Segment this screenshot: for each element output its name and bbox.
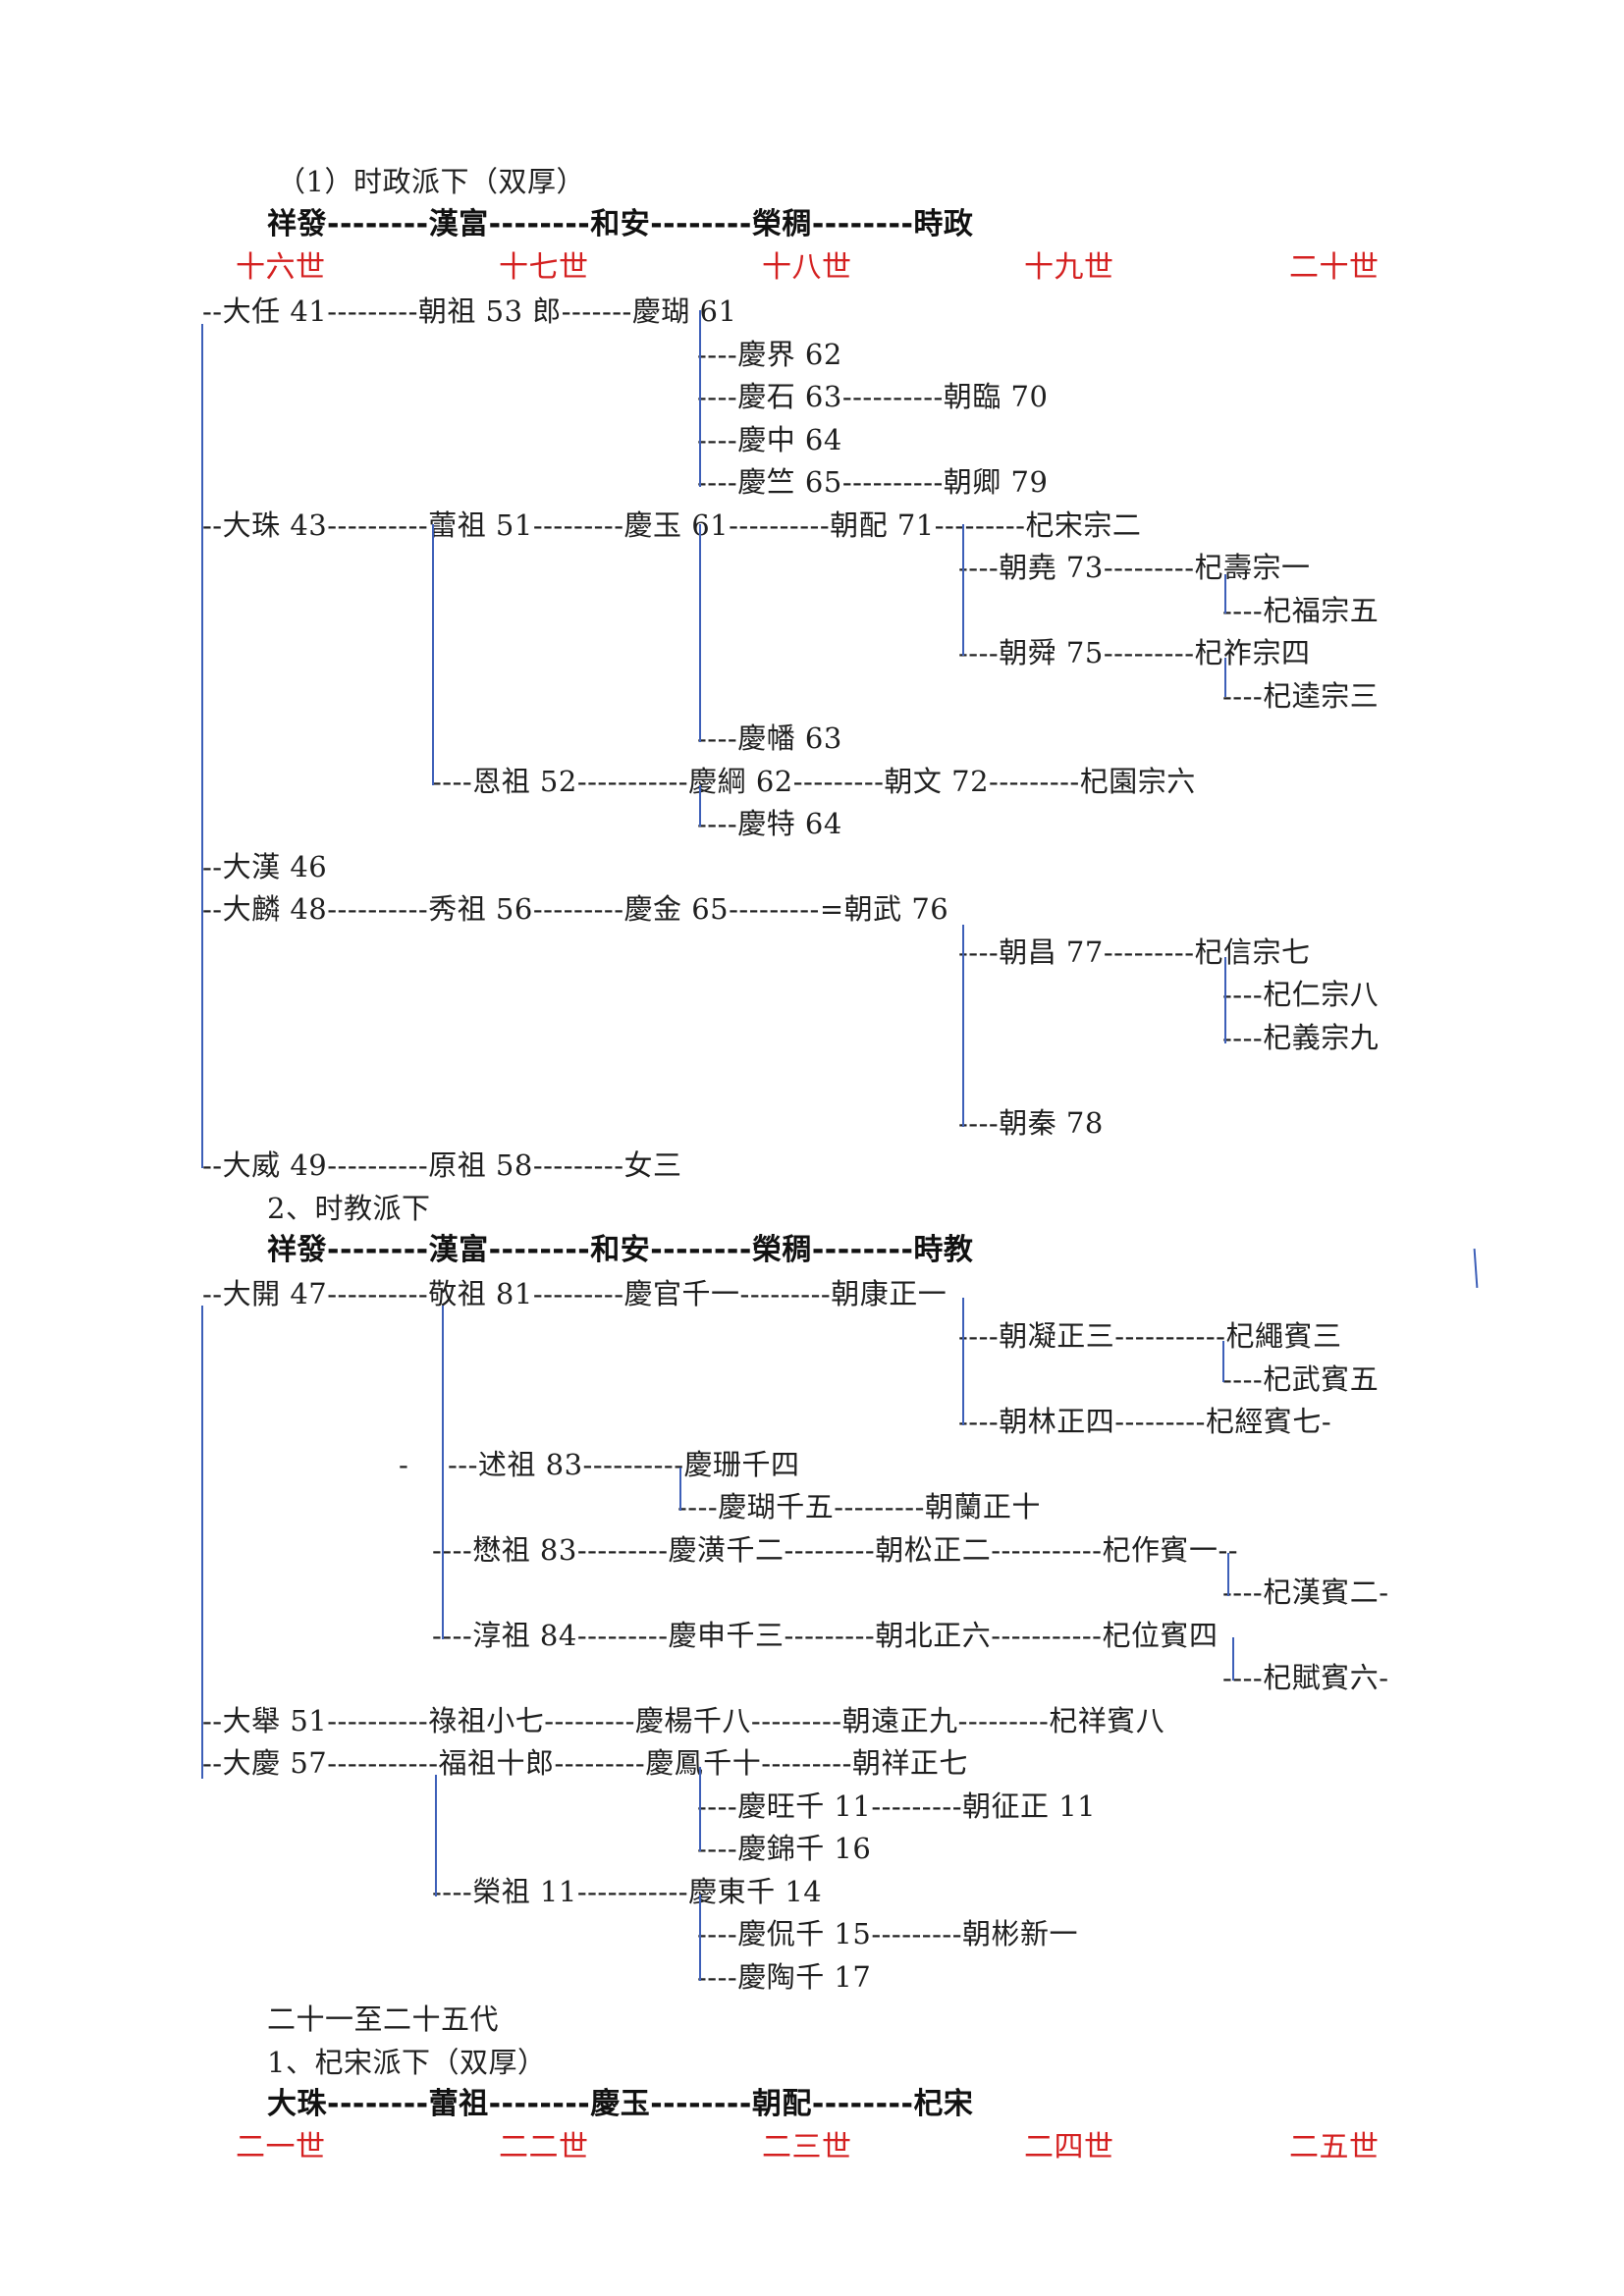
section2-lineage-header: 祥發--------漢富--------和安--------榮稠--------… [267, 1233, 974, 1267]
tree-connector [962, 1298, 964, 1425]
tree-row: ----朝堯 73---------杞壽宗一 [958, 551, 1311, 584]
tree-connector [201, 1306, 203, 1779]
tree-row: ----慶石 63----------朝臨 70 [697, 380, 1049, 413]
section2-title: 2、时教派下 [267, 1192, 431, 1225]
tree-row: ----杞仁宗八 [1222, 978, 1380, 1011]
generation-label: 二二世 [499, 2130, 589, 2164]
generation-label: 十八世 [762, 250, 852, 285]
tree-row: ----杞逵宗三 [1222, 679, 1380, 713]
tree-row: --大任 41---------朝祖 53 郎-------慶瑚 61 [202, 294, 737, 328]
generation-label: 二三世 [762, 2130, 852, 2164]
tree-row: ----杞漢賓二- [1222, 1575, 1389, 1609]
tree-connector [1222, 1341, 1224, 1382]
tree-connector [442, 1306, 444, 1639]
tree-connector [1224, 957, 1226, 1043]
tree-connector [699, 1767, 701, 1851]
tree-row: ----朝凝正三-----------杞繩賓三 [958, 1319, 1342, 1353]
tree-connector [1227, 1553, 1229, 1596]
tree-row: ----慶侃千 15---------朝彬新一 [697, 1917, 1079, 1950]
tree-row: ----慶瑚千五---------朝蘭正十 [677, 1490, 1041, 1523]
tree-connector [699, 310, 701, 487]
generation-label: 二四世 [1024, 2130, 1114, 2164]
section3-lineage-header: 大珠--------蕾祖--------慶玉--------朝配--------… [267, 2087, 974, 2121]
tree-row: --大開 47----------敬祖 81---------慶官千一-----… [202, 1277, 947, 1310]
tree-connector [432, 524, 434, 785]
generation-label: 二一世 [236, 2130, 326, 2164]
tree-row: --大舉 51----------祿祖小七---------慶楊千八------… [202, 1704, 1165, 1737]
tree-row: ----慶幡 63 [697, 721, 842, 755]
section3-title: 1、杞宋派下（双厚） [267, 2046, 547, 2079]
tree-connector [962, 925, 964, 1127]
tree-row: ----杞賦賓六- [1222, 1661, 1389, 1694]
tree-row: ----慶特 64 [697, 807, 842, 840]
tree-connector [699, 524, 701, 742]
tree-row: ----慶中 64 [697, 423, 842, 456]
tree-connector [1224, 658, 1226, 697]
tree-row: ----恩祖 52-----------慶綱 62---------朝文 72-… [432, 765, 1196, 798]
tree-row: --大漢 46 [202, 850, 328, 883]
section1-title: （1）时政派下（双厚） [277, 165, 585, 198]
tree-connector [1232, 1637, 1234, 1681]
tree-row: ----慶界 62 [697, 338, 842, 371]
tree-row: ----淳祖 84---------慶申千三---------朝北正六-----… [432, 1619, 1218, 1652]
tree-row: ----朝昌 77---------杞信宗七 [958, 935, 1311, 969]
tree-connector [679, 1468, 681, 1511]
generation-label: 二五世 [1289, 2130, 1380, 2164]
tree-row: ----杞武賓五 [1222, 1362, 1380, 1396]
tree-row: ----杞義宗九 [1222, 1021, 1380, 1054]
generation-label: 二十世 [1289, 250, 1380, 285]
tree-row: ----朝秦 78 [958, 1106, 1104, 1140]
tree-row: --大威 49----------原祖 58---------女三 [202, 1148, 682, 1182]
tree-row: ----杞福宗五 [1222, 594, 1380, 627]
section1-lineage-header: 祥發--------漢富--------和安--------榮稠--------… [267, 207, 974, 241]
generation-label: 十七世 [499, 250, 589, 285]
tree-connector [1224, 574, 1226, 614]
tree-connector [699, 785, 701, 827]
tree-row: ----懋祖 83---------慶潢千二---------朝松正二-----… [432, 1533, 1239, 1567]
tree-row: ---述祖 83----------慶珊千四 [448, 1448, 800, 1481]
tree-row: --大慶 57-----------福祖十郎---------慶鳳千十-----… [202, 1746, 968, 1780]
tree-connector [699, 1895, 701, 1981]
generation-label: 十九世 [1024, 250, 1114, 285]
tree-row: ----朝舜 75---------杞祚宗四 [958, 636, 1311, 669]
tree-row: ----慶竺 65----------朝卿 79 [697, 465, 1049, 499]
tree-row: ----慶旺千 11---------朝征正 11 [697, 1789, 1097, 1823]
section3-heading: 二十一至二十五代 [267, 2002, 500, 2036]
stray-mark [1473, 1248, 1479, 1289]
tree-row: ----朝林正四---------杞經賓七- [958, 1405, 1332, 1438]
tree-connector [435, 1775, 437, 1896]
tree-row: ----慶錦千 16 [697, 1832, 872, 1865]
tree-row: ----榮祖 11-----------慶東千 14 [432, 1875, 823, 1908]
tree-row: ----慶陶千 17 [697, 1960, 872, 1994]
tree-row: --大麟 48----------秀祖 56---------慶金 65----… [202, 892, 949, 926]
tree-connector [201, 324, 203, 1168]
tree-row-marker: - [399, 1448, 409, 1481]
tree-row: --大珠 43----------蕾祖 51---------慶玉 61----… [202, 508, 1142, 542]
generation-label: 十六世 [236, 250, 326, 285]
tree-connector [962, 524, 964, 656]
